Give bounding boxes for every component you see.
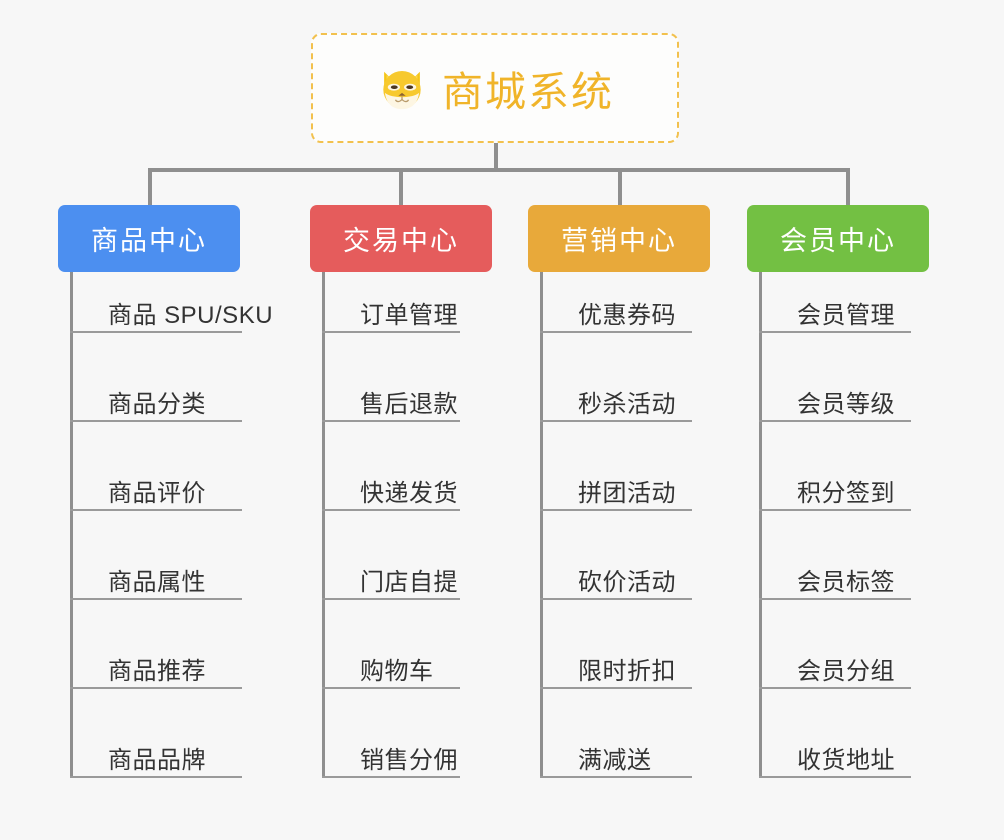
leaf-item[interactable]: 商品推荐 [70, 628, 242, 689]
connector-drop-4 [846, 168, 850, 207]
root-node[interactable]: 商城系统 [311, 33, 679, 143]
leaf-item-label: 订单管理 [360, 301, 458, 329]
leaf-spine [759, 272, 762, 778]
leaf-item-label: 优惠券码 [578, 301, 676, 329]
leaf-item[interactable]: 商品分类 [70, 361, 242, 422]
leaf-item-label: 会员等级 [797, 390, 895, 418]
leaf-item[interactable]: 销售分佣 [322, 717, 460, 778]
leaf-item[interactable]: 积分签到 [759, 450, 911, 511]
category-title: 营销中心 [561, 226, 677, 256]
connector-horizontal-bus [148, 168, 850, 172]
connector-root-stem [494, 143, 498, 171]
leaf-item-label: 收货地址 [797, 746, 895, 774]
leaf-item[interactable]: 商品属性 [70, 539, 242, 600]
leaf-item[interactable]: 会员管理 [759, 272, 911, 333]
leaf-item[interactable]: 砍价活动 [540, 539, 692, 600]
leaf-item-label: 会员分组 [797, 657, 895, 685]
leaf-item-label: 售后退款 [360, 390, 458, 418]
category-header-trade-center[interactable]: 交易中心 [310, 205, 492, 272]
leaf-item[interactable]: 秒杀活动 [540, 361, 692, 422]
leaf-item[interactable]: 优惠券码 [540, 272, 692, 333]
leaf-item[interactable]: 收货地址 [759, 717, 911, 778]
leaf-item-label: 快递发货 [360, 479, 458, 507]
leaf-spine [540, 272, 543, 778]
leaf-item-label: 商品属性 [108, 568, 206, 596]
leaf-item-label: 商品推荐 [108, 657, 206, 685]
leaf-item[interactable]: 订单管理 [322, 272, 460, 333]
leaf-item-label: 会员管理 [797, 301, 895, 329]
connector-drop-2 [399, 168, 403, 207]
leaf-item-label: 积分签到 [797, 479, 895, 507]
leaf-item[interactable]: 商品评价 [70, 450, 242, 511]
leaf-item-label: 满减送 [578, 746, 652, 774]
category-header-marketing-center[interactable]: 营销中心 [528, 205, 710, 272]
leaf-spine [322, 272, 325, 778]
leaf-item-label: 商品评价 [108, 479, 206, 507]
leaf-item[interactable]: 会员分组 [759, 628, 911, 689]
leaf-item-label: 商品分类 [108, 390, 206, 418]
leaf-item-label: 门店自提 [360, 568, 458, 596]
category-header-product-center[interactable]: 商品中心 [58, 205, 240, 272]
leaf-item-label: 商品品牌 [108, 746, 206, 774]
category-title: 会员中心 [780, 226, 896, 256]
leaf-item[interactable]: 商品品牌 [70, 717, 242, 778]
leaf-item[interactable]: 商品 SPU/SKU [70, 272, 273, 333]
leaf-item-label: 秒杀活动 [578, 390, 676, 418]
leaf-item[interactable]: 售后退款 [322, 361, 460, 422]
leaf-item-label: 砍价活动 [578, 568, 676, 596]
leaf-item[interactable]: 限时折扣 [540, 628, 692, 689]
connector-drop-1 [148, 168, 152, 207]
shiba-inu-icon [376, 62, 428, 114]
leaf-item-label: 拼团活动 [578, 479, 676, 507]
category-title: 交易中心 [343, 226, 459, 256]
root-title: 商城系统 [442, 69, 614, 115]
leaf-item-label: 会员标签 [797, 568, 895, 596]
leaf-item[interactable]: 购物车 [322, 628, 460, 689]
leaf-item[interactable]: 拼团活动 [540, 450, 692, 511]
leaf-item[interactable]: 会员等级 [759, 361, 911, 422]
leaf-item[interactable]: 门店自提 [322, 539, 460, 600]
category-title: 商品中心 [91, 226, 207, 256]
leaf-item[interactable]: 快递发货 [322, 450, 460, 511]
leaf-spine [70, 272, 73, 778]
leaf-item-label: 商品 SPU/SKU [108, 301, 274, 329]
leaf-item[interactable]: 会员标签 [759, 539, 911, 600]
leaf-item[interactable]: 满减送 [540, 717, 692, 778]
leaf-item-label: 限时折扣 [578, 657, 676, 685]
connector-drop-3 [618, 168, 622, 207]
leaf-item-label: 销售分佣 [360, 746, 458, 774]
leaf-item-label: 购物车 [360, 657, 434, 685]
category-header-member-center[interactable]: 会员中心 [747, 205, 929, 272]
